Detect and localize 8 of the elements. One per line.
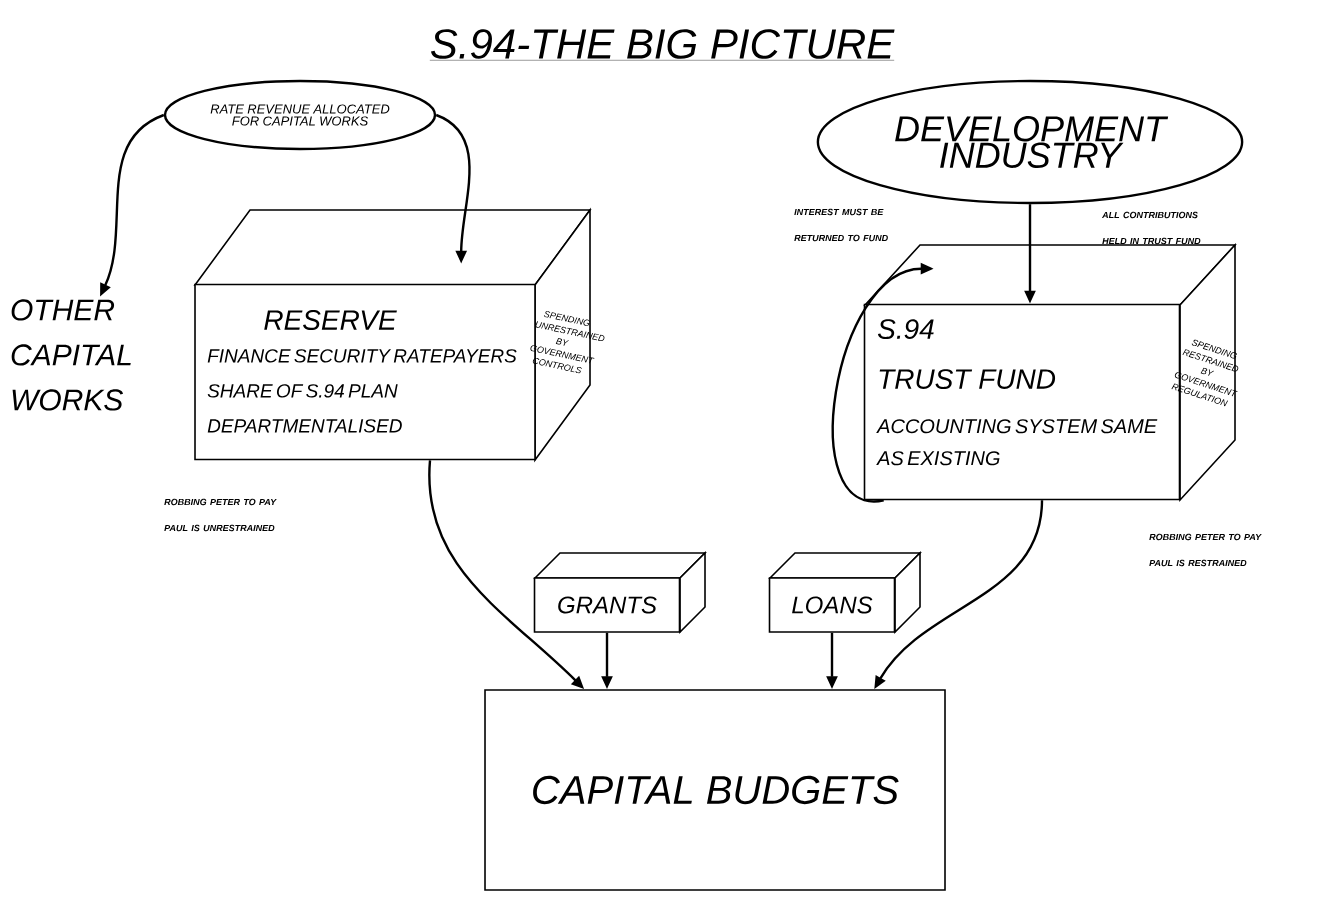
text-label: OTHER CAPITAL WORKS — [11, 299, 131, 411]
title: S.94-THE BIG PICTURE — [429, 29, 895, 61]
note-text: ROBBING PETER TO PAY PAUL IS RESTRAINED — [1149, 533, 1262, 567]
note-text: ROBBING PETER TO PAY PAUL IS UNRESTRAINED — [164, 498, 277, 532]
note-text: INTEREST MUST BE RETURNED TO FUND — [794, 208, 888, 242]
ellipse-node: DEVELOPMENT INDUSTRY — [816, 79, 1244, 205]
ellipse-node: RATE REVENUE ALLOCATED FOR CAPITAL WORKS — [163, 79, 437, 151]
budget-box: CAPITAL BUDGETS — [484, 689, 946, 891]
